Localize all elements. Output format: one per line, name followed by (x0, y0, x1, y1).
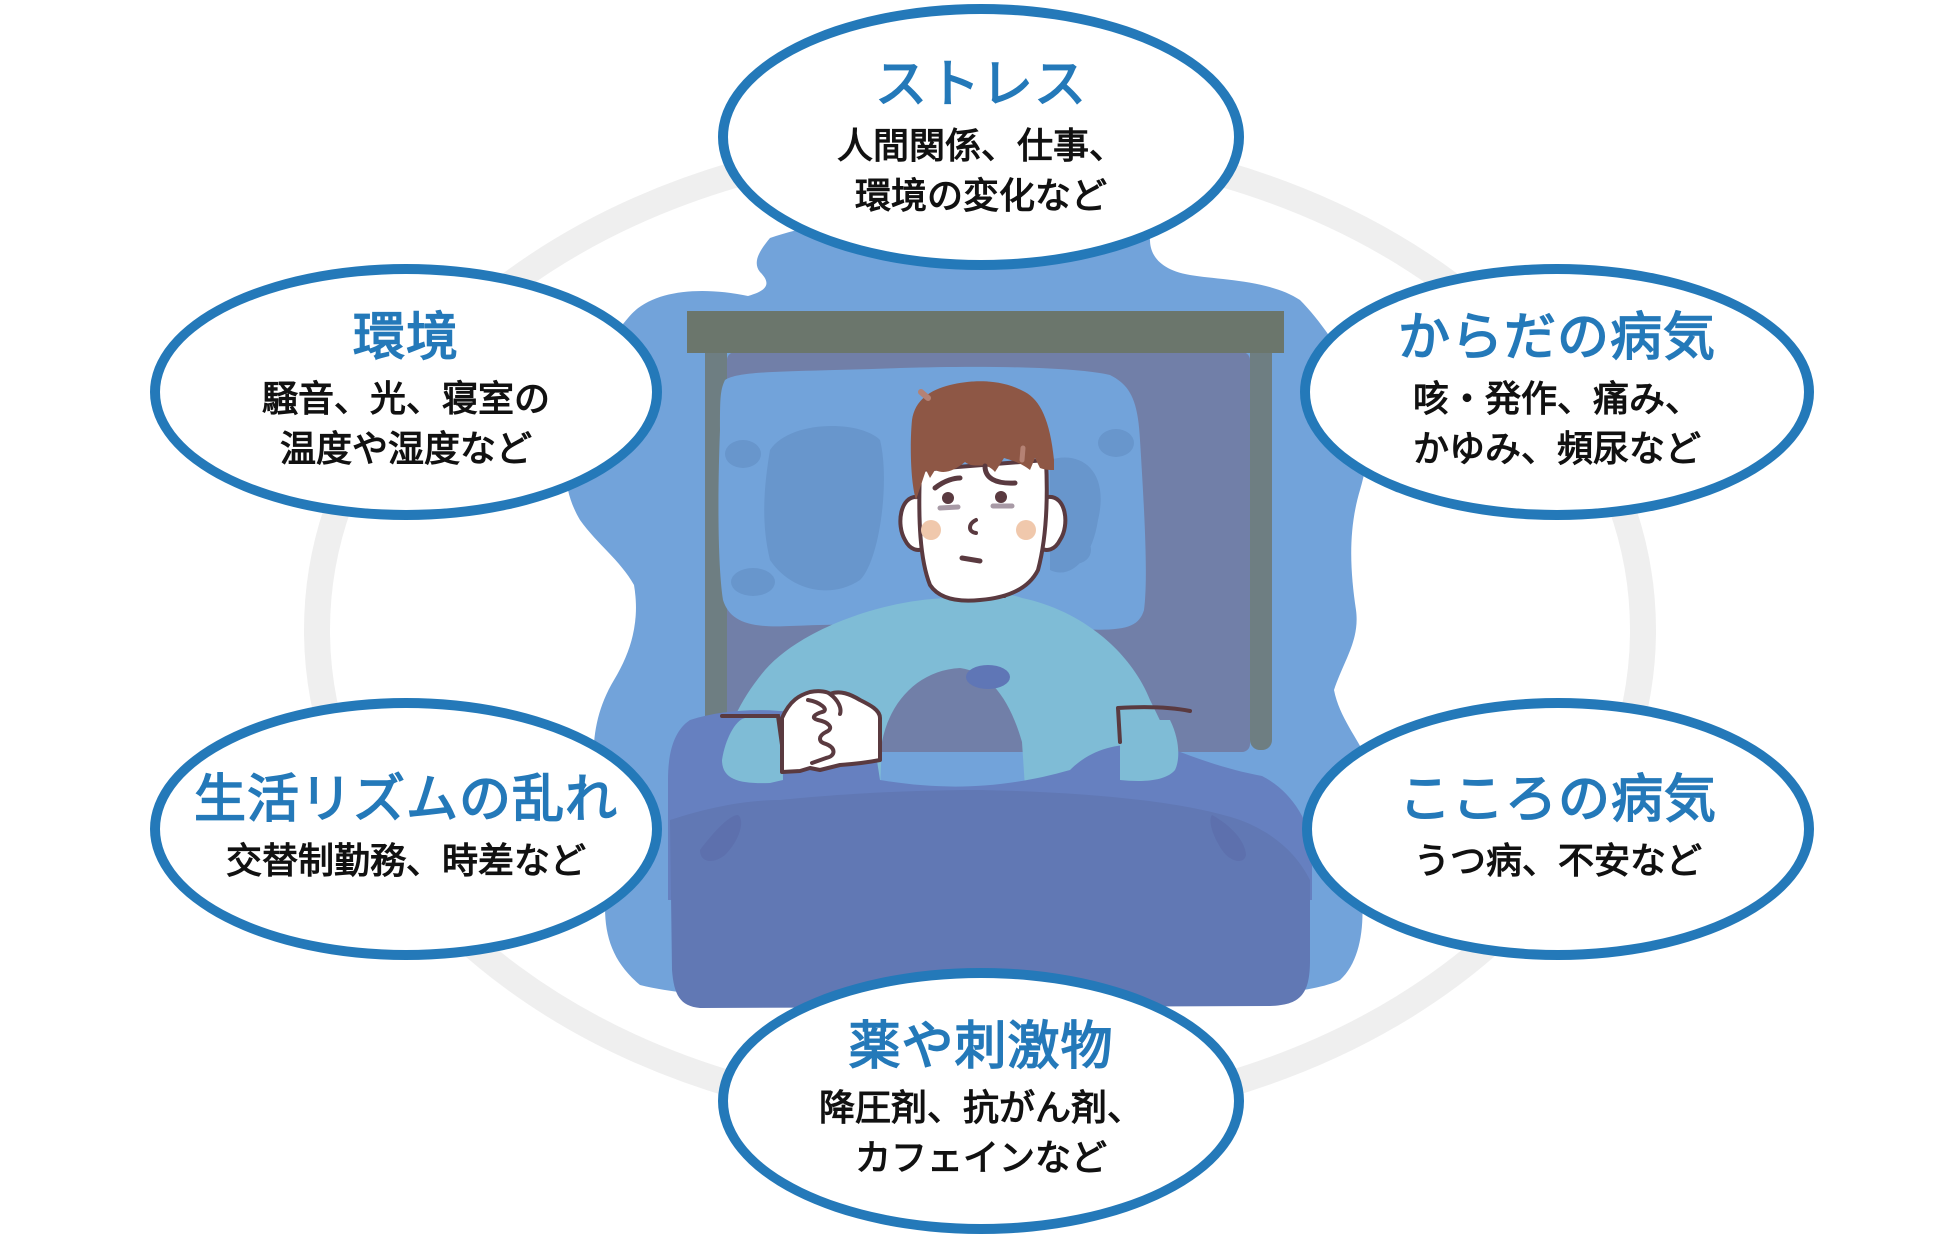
cause-line: 交替制勤務、時差など (225, 841, 586, 883)
mouth (959, 555, 983, 564)
cause-description: うつ病、不安など (1414, 837, 1702, 887)
cause-title: 生活リズムの乱れ (193, 770, 618, 831)
bed-post-right (1250, 340, 1272, 750)
cuff-line-right (1116, 705, 1192, 744)
cheek-right (1016, 520, 1036, 540)
cause-bubble-drugs-stimulants: 薬や刺激物 降圧剤、抗がん剤、 カフェインなど (718, 968, 1244, 1234)
hair-shine (1019, 445, 1026, 463)
eye-bag-left (937, 504, 961, 511)
cause-description: 降圧剤、抗がん剤、 カフェインなど (819, 1084, 1143, 1183)
blanket-fold-left (700, 815, 742, 862)
cause-line: 人間関係、仕事、 (836, 126, 1125, 168)
blanket-knee-shadow (966, 665, 1010, 689)
headboard (687, 311, 1284, 353)
hair-tuft (918, 389, 931, 401)
cause-line: 咳・発作、痛み、 (1412, 379, 1701, 421)
finger-lines (806, 692, 843, 765)
hair (910, 381, 1054, 500)
cause-line: 温度や湿度など (279, 428, 532, 470)
cause-title: こころの病気 (1398, 770, 1717, 831)
nose (968, 518, 978, 535)
cheek-left (921, 520, 941, 540)
blanket (670, 790, 1310, 1008)
cause-title: ストレス (874, 55, 1087, 116)
pillow-shadows (725, 426, 1134, 596)
cause-line: 降圧剤、抗がん剤、 (818, 1088, 1143, 1130)
collar (948, 598, 1010, 608)
cause-title: からだの病気 (1397, 308, 1716, 369)
cause-line: カフェインなど (854, 1137, 1107, 1179)
cause-description: 交替制勤務、時差など (226, 837, 586, 887)
cause-title: 薬や刺激物 (848, 1017, 1114, 1078)
cause-line: 騒音、光、寝室の (261, 379, 550, 421)
cause-line: 環境の変化など (854, 175, 1107, 217)
cause-bubble-environment: 環境 騒音、光、寝室の 温度や湿度など (150, 264, 662, 520)
clasped-hands (780, 689, 882, 774)
cause-description: 咳・発作、痛み、 かゆみ、頻尿など (1413, 375, 1701, 474)
cause-bubble-mental-illness: こころの病気 うつ病、不安など (1302, 698, 1814, 960)
eyebrow-right (982, 463, 1018, 486)
cause-line: うつ病、不安など (1413, 841, 1702, 883)
cause-bubble-physical-illness: からだの病気 咳・発作、痛み、 かゆみ、頻尿など (1300, 264, 1814, 520)
cause-description: 騒音、光、寝室の 温度や湿度など (262, 375, 550, 474)
cause-title: 環境 (352, 308, 459, 369)
sleeve-right (1120, 718, 1179, 781)
sleeve-left (722, 718, 783, 784)
eye-left (942, 492, 954, 504)
eye-right (995, 491, 1007, 503)
cause-line: かゆみ、頻尿など (1412, 428, 1701, 470)
blanket-fold-right (1210, 815, 1246, 862)
cause-bubble-stress: ストレス 人間関係、仕事、 環境の変化など (718, 4, 1244, 270)
eyebrow-left (932, 475, 963, 491)
cause-description: 人間関係、仕事、 環境の変化など (837, 122, 1125, 221)
cause-bubble-lifestyle-rhythm: 生活リズムの乱れ 交替制勤務、時差など (150, 698, 662, 960)
